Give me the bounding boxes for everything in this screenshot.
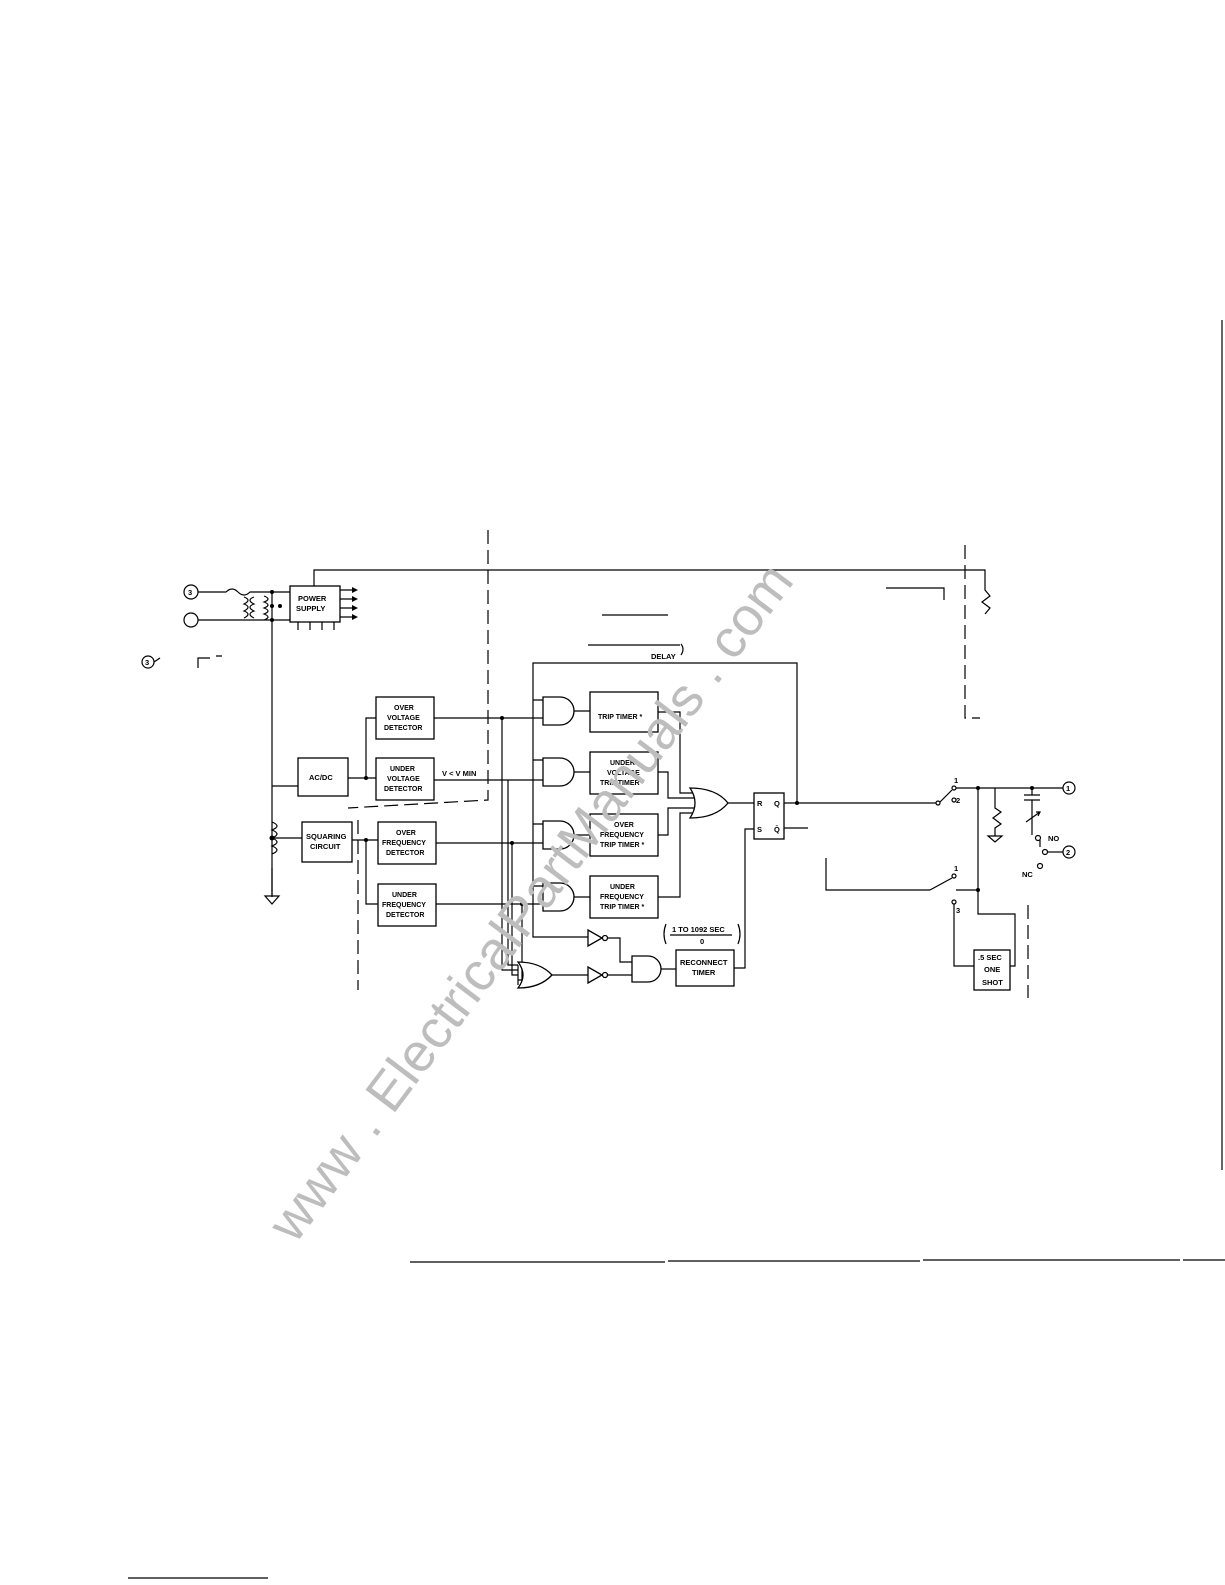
svg-text:OVER: OVER	[396, 830, 416, 837]
trip-timer	[589, 691, 659, 733]
power-supply-block: POWER SUPPLY	[289, 585, 358, 630]
svg-text:SHOT: SHOT	[982, 978, 1003, 987]
svg-text:POWER: POWER	[298, 594, 327, 603]
svg-text:UNDER: UNDER	[610, 760, 635, 767]
svg-text:0: 0	[700, 937, 704, 946]
terminal-3-left-label: 3	[145, 658, 149, 667]
left-signal-chain: AC/DC SQUARING CIRCUIT	[263, 717, 378, 905]
svg-text:VOLTAGE: VOLTAGE	[387, 715, 420, 722]
svg-text:1: 1	[1066, 784, 1070, 793]
reconnect-logic: RECONNECT TIMER 1 TO 1092 SEC 0 DELAY	[516, 643, 741, 989]
one-shot-block	[973, 949, 1011, 991]
svg-text:TRIP TIMER *: TRIP TIMER *	[600, 780, 644, 787]
svg-text:2: 2	[1066, 848, 1070, 857]
and-gate-reconnect	[631, 955, 662, 983]
or-gate-2	[516, 961, 553, 989]
and-gate-1	[542, 696, 575, 726]
svg-text:Q̄: Q̄	[774, 825, 780, 834]
and-gate-2	[542, 757, 575, 787]
over-frequency-trip-timer	[589, 813, 659, 857]
svg-text:DETECTOR: DETECTOR	[386, 912, 424, 919]
output-section: 1 2 1 NO 2 NC 1 3 .5 SEC ONE	[825, 776, 1076, 991]
svg-text:R: R	[757, 799, 763, 808]
under-frequency-trip-timer	[589, 875, 659, 919]
svg-text:S: S	[757, 825, 762, 834]
svg-text:UNDER: UNDER	[392, 892, 417, 899]
reconnect-range-label: 1 TO 1092 SEC	[672, 925, 725, 934]
svg-text:DETECTOR: DETECTOR	[384, 725, 422, 732]
trip-timer-blocks: TRIP TIMER * UNDER VOLTAGE TRIP TIMER * …	[589, 691, 659, 919]
svg-text:1: 1	[954, 864, 958, 873]
input-section: 3 3	[141, 584, 290, 897]
svg-text:.5 SEC: .5 SEC	[978, 953, 1002, 962]
and-gates	[542, 696, 590, 912]
svg-text:TRIP TIMER *: TRIP TIMER *	[600, 904, 644, 911]
svg-text:UNDER: UNDER	[610, 884, 635, 891]
ac-dc-block	[297, 757, 349, 797]
detector-output-wiring	[434, 699, 588, 985]
svg-text:VOLTAGE: VOLTAGE	[607, 770, 640, 777]
svg-text:3: 3	[956, 906, 960, 915]
inverter-2	[587, 965, 604, 985]
svg-text:TRIP TIMER *: TRIP TIMER *	[600, 842, 644, 849]
svg-text:FREQUENCY: FREQUENCY	[600, 832, 644, 839]
svg-text:AC/DC: AC/DC	[309, 773, 333, 782]
dashed-enclosure	[347, 530, 1029, 998]
svg-text:DETECTOR: DETECTOR	[384, 786, 422, 793]
svg-text:VOLTAGE: VOLTAGE	[387, 776, 420, 783]
svg-text:NO: NO	[1048, 834, 1059, 843]
svg-text:SUPPLY: SUPPLY	[296, 604, 325, 613]
over-frequency-detector	[377, 821, 437, 865]
top-rails	[313, 569, 991, 803]
terminal-neutral	[183, 612, 199, 628]
v-min-label: V < V MIN	[442, 769, 476, 778]
svg-text:SQUARING: SQUARING	[306, 832, 347, 841]
svg-text:ONE: ONE	[984, 965, 1000, 974]
svg-text:TRIP TIMER *: TRIP TIMER *	[598, 714, 642, 721]
svg-text:FREQUENCY: FREQUENCY	[600, 894, 644, 901]
watermark-text: www . ElectricalPartManuals . com	[256, 552, 805, 1253]
detector-blocks: OVER VOLTAGE DETECTOR UNDER VOLTAGE DETE…	[375, 696, 476, 927]
under-frequency-detector	[377, 883, 437, 927]
svg-text:NC: NC	[1022, 870, 1033, 879]
reconnect-timer	[675, 949, 735, 987]
page-rules	[128, 320, 1225, 1579]
svg-text:TIMER: TIMER	[692, 968, 716, 977]
under-voltage-trip-timer	[589, 751, 659, 795]
svg-text:2: 2	[956, 796, 960, 805]
svg-text:FREQUENCY: FREQUENCY	[382, 840, 426, 847]
svg-text:OVER: OVER	[394, 705, 414, 712]
or-gate-section	[658, 711, 754, 898]
svg-text:RECONNECT: RECONNECT	[680, 958, 728, 967]
svg-text:1: 1	[954, 776, 958, 785]
inverter-1	[587, 928, 604, 948]
terminal-1-right	[1062, 781, 1076, 795]
terminal-2-right	[1062, 845, 1076, 859]
and-gate-3	[542, 820, 575, 850]
under-voltage-detector	[375, 757, 435, 801]
svg-text:Q: Q	[774, 799, 780, 808]
or-gate	[688, 787, 729, 819]
rs-flip-flop: R S Q Q̄	[734, 792, 930, 969]
terminal-3-top-label: 3	[188, 588, 192, 597]
svg-text:DETECTOR: DETECTOR	[386, 850, 424, 857]
squaring-circuit-block	[301, 821, 353, 863]
svg-text:CIRCUIT: CIRCUIT	[310, 842, 341, 851]
svg-text:UNDER: UNDER	[390, 766, 415, 773]
svg-text:OVER: OVER	[614, 822, 634, 829]
delay-label: DELAY	[651, 652, 676, 661]
and-gate-4	[542, 882, 575, 912]
svg-text:FREQUENCY: FREQUENCY	[382, 902, 426, 909]
